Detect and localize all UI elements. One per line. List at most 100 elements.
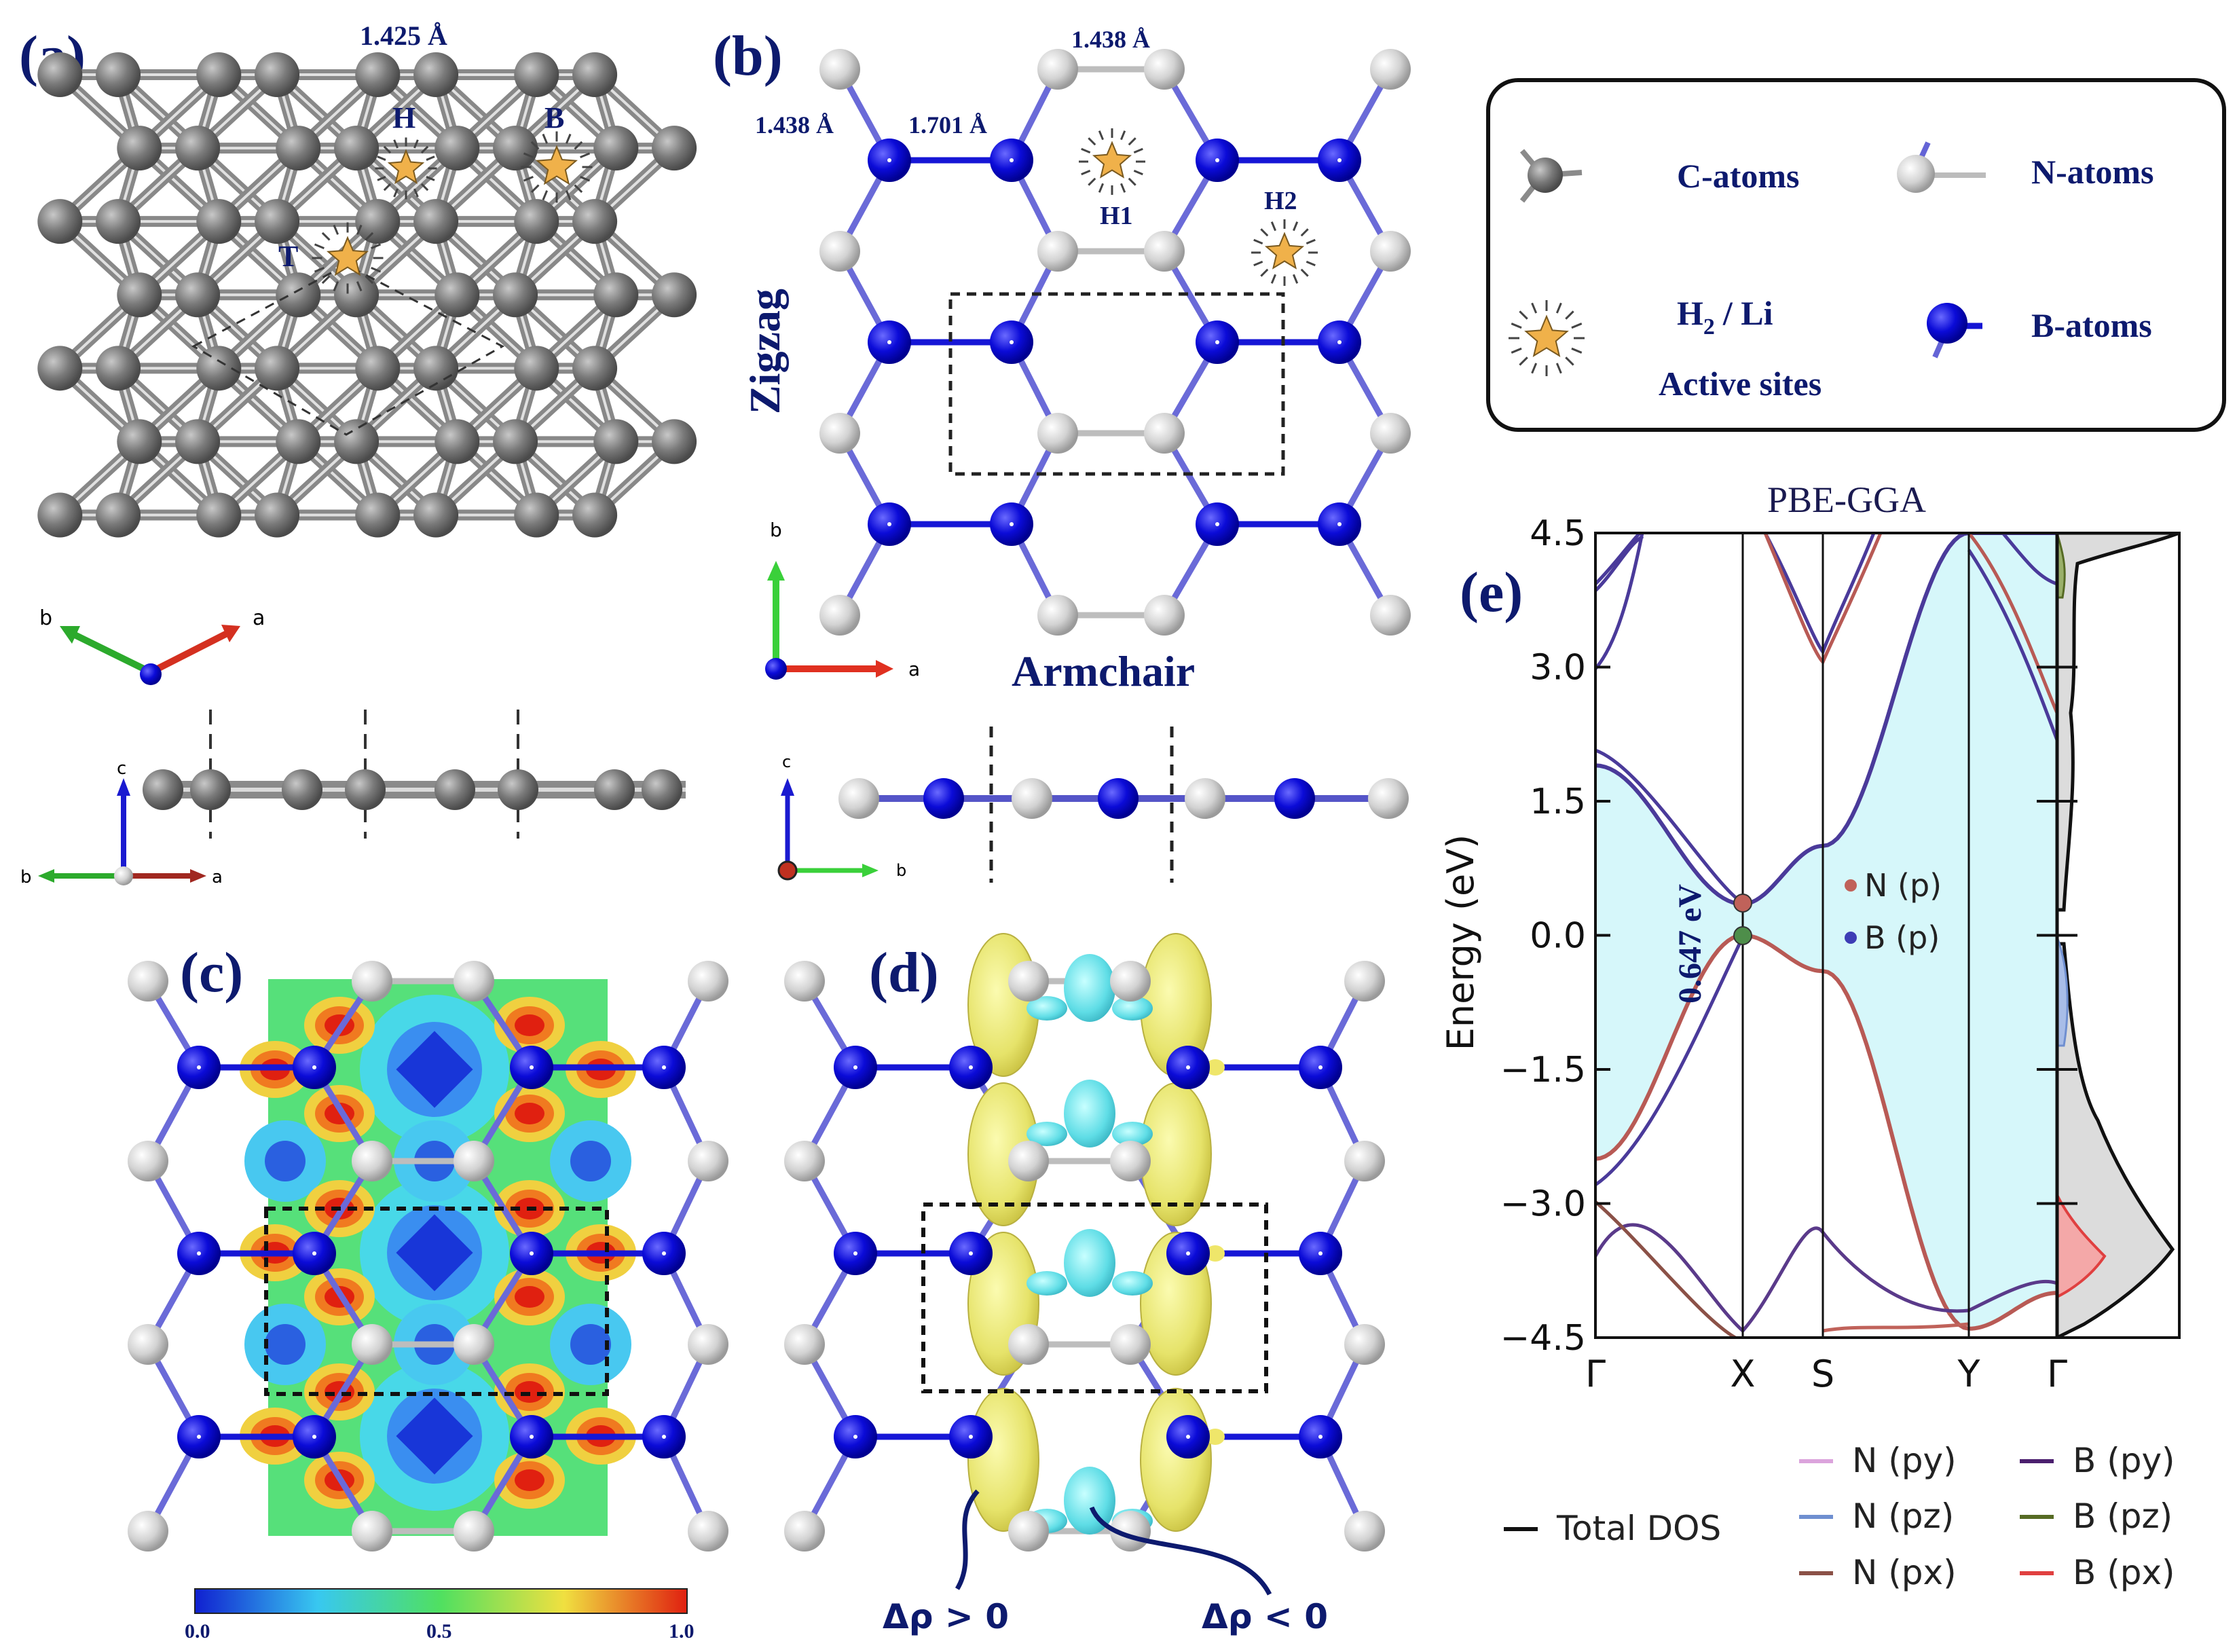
graphene-structure bbox=[37, 52, 697, 538]
colorbar-tick-2: 1.0 bbox=[669, 1620, 695, 1642]
gap-marker-cbm bbox=[1733, 894, 1752, 913]
band-structure-chart: PBE-GGA 4.5 3.0 1.5 0.0 −1.5 −3.0 −4.5 Γ X S Y Γ E… bbox=[1439, 479, 2181, 1592]
gap-marker-vbm bbox=[1733, 926, 1752, 945]
kpoint-label-0: Γ bbox=[1585, 1353, 1606, 1395]
n-pz-dos bbox=[2056, 936, 2069, 1047]
unit-cell-outline bbox=[264, 1207, 609, 1396]
band-line-3 bbox=[1595, 1200, 1739, 1338]
panel-label-c: (c) bbox=[180, 941, 243, 1004]
bond-length-left: 1.438 Å bbox=[755, 111, 834, 139]
structure-legend: C-atoms N-atoms H2/ Li Active sites B-at… bbox=[1486, 78, 2226, 432]
legend-label-5: B (pz) bbox=[2073, 1497, 2173, 1536]
legend-label-6: B (px) bbox=[2073, 1553, 2175, 1592]
graphene-side-view: c b a bbox=[20, 710, 686, 887]
c-atoms-label: C-atoms bbox=[1677, 157, 1800, 195]
legend-label-2: N (pz) bbox=[1852, 1497, 1954, 1536]
total-dos-upper bbox=[2055, 533, 2179, 912]
elf-map bbox=[128, 961, 728, 1552]
kpoint-label-3: Y bbox=[1957, 1353, 1981, 1395]
kpoint-label-1: X bbox=[1731, 1353, 1756, 1395]
band-line-6 bbox=[1595, 533, 1644, 670]
pdos-marker-n: N (p) bbox=[1845, 867, 1942, 904]
panel-label-b: (b) bbox=[713, 24, 783, 88]
legend-label-0: Total DOS bbox=[1556, 1509, 1721, 1548]
ytick-label-5: −3.0 bbox=[1500, 1184, 1586, 1225]
ytick-label-2: 1.5 bbox=[1530, 782, 1586, 822]
band-line-0 bbox=[1595, 748, 1744, 905]
bond-length-mid: 1.701 Å bbox=[908, 111, 987, 139]
delta-rho-positive: Δρ > 0 bbox=[883, 1597, 1009, 1636]
chart-title: PBE-GGA bbox=[1767, 479, 1926, 520]
n-atoms-label: N-atoms bbox=[2031, 153, 2154, 191]
b-n-structure bbox=[819, 49, 1411, 636]
band-line-2 bbox=[1595, 1223, 2058, 1334]
legend-label-1: N (py) bbox=[1852, 1441, 1957, 1480]
axis-label-b2: b bbox=[770, 519, 782, 541]
b-px-dos bbox=[2056, 1194, 2107, 1300]
band-gap-annotation: 0.647 eV bbox=[1672, 884, 1708, 1004]
axis-label-c: c bbox=[117, 758, 126, 779]
axis-label-a: a bbox=[253, 606, 265, 630]
site-star-h bbox=[375, 137, 437, 200]
axis-label-b: b bbox=[39, 606, 52, 630]
carbon-atoms bbox=[37, 52, 697, 538]
zigzag-label: Zigzag bbox=[741, 289, 789, 414]
y-axis-label: Energy (eV) bbox=[1439, 834, 1482, 1051]
site-star-h2 bbox=[1251, 219, 1318, 286]
active-site-icon bbox=[1509, 300, 1585, 376]
axis-triad-a: b a bbox=[39, 606, 265, 685]
n-atom-icon bbox=[1897, 141, 1986, 193]
gap-region bbox=[1595, 533, 2057, 1329]
colorbar-tick-0: 0.0 bbox=[185, 1620, 210, 1642]
axis-label-c2: c bbox=[782, 752, 791, 771]
ytick-label-0: 4.5 bbox=[1530, 513, 1586, 554]
band-line-5 bbox=[1595, 534, 1644, 592]
c-atom-icon bbox=[1519, 149, 1583, 203]
b-n-side-view: c b bbox=[777, 727, 1409, 883]
panel-label-d: (d) bbox=[869, 941, 939, 1004]
band-line-11 bbox=[2001, 533, 2058, 586]
charge-density-difference bbox=[784, 933, 1385, 1596]
band-line-9 bbox=[1967, 533, 2059, 714]
ytick-label-3: 0.0 bbox=[1530, 916, 1586, 957]
axis-label-a2: a bbox=[908, 658, 920, 680]
axis-label-b3: b bbox=[896, 861, 906, 880]
ytick-label-4: −1.5 bbox=[1500, 1050, 1586, 1090]
site-star-b bbox=[521, 131, 593, 203]
pdos-marker-b: B (p) bbox=[1845, 919, 1940, 956]
kpoint-label-4: Γ bbox=[2047, 1353, 2067, 1395]
bond-length-top: 1.438 Å bbox=[1071, 26, 1150, 53]
pdos-marker-n-label: N (p) bbox=[1864, 867, 1942, 904]
band-line-1 bbox=[1595, 936, 1745, 1187]
colorbar: 0.0 0.5 1.0 bbox=[185, 1588, 695, 1642]
ytick-label-6: −4.5 bbox=[1500, 1318, 1586, 1359]
colorbar-tick-1: 0.5 bbox=[426, 1620, 452, 1642]
legend-label-4: B (py) bbox=[2073, 1441, 2175, 1480]
axis-label-a-side: a bbox=[212, 867, 223, 887]
unit-cell-outline bbox=[948, 292, 1285, 476]
active-sites-line1: H2/ Li bbox=[1677, 294, 1773, 339]
axis-label-b-side: b bbox=[20, 867, 32, 887]
kpoint-label-2: S bbox=[1811, 1353, 1834, 1395]
panel-label-e: (e) bbox=[1460, 561, 1523, 624]
axis-triad-b: b a bbox=[765, 519, 920, 680]
site-star-h1 bbox=[1079, 128, 1145, 195]
band-line-12 bbox=[1822, 1322, 1970, 1333]
active-sites-line2: Active sites bbox=[1659, 365, 1822, 403]
pdos-marker-b-label: B (p) bbox=[1864, 919, 1940, 956]
ytick-label-1: 3.0 bbox=[1530, 648, 1586, 689]
b-atom-icon bbox=[1927, 303, 1982, 359]
b-atoms-label: B-atoms bbox=[2031, 306, 2152, 344]
unit-cell-outline bbox=[191, 263, 505, 436]
b-pz-dos bbox=[2056, 533, 2066, 599]
band-line-10 bbox=[1967, 549, 2059, 741]
band-line-7 bbox=[1763, 533, 1876, 656]
site-label-b: B bbox=[544, 101, 564, 134]
unit-cell-outline bbox=[921, 1203, 1268, 1393]
site-label-t: T bbox=[278, 240, 298, 273]
armchair-label: Armchair bbox=[1012, 647, 1195, 695]
site-star-t bbox=[312, 222, 384, 294]
delta-rho-negative: Δρ < 0 bbox=[1202, 1597, 1328, 1636]
bond-length-label: 1.425 Å bbox=[360, 20, 447, 51]
